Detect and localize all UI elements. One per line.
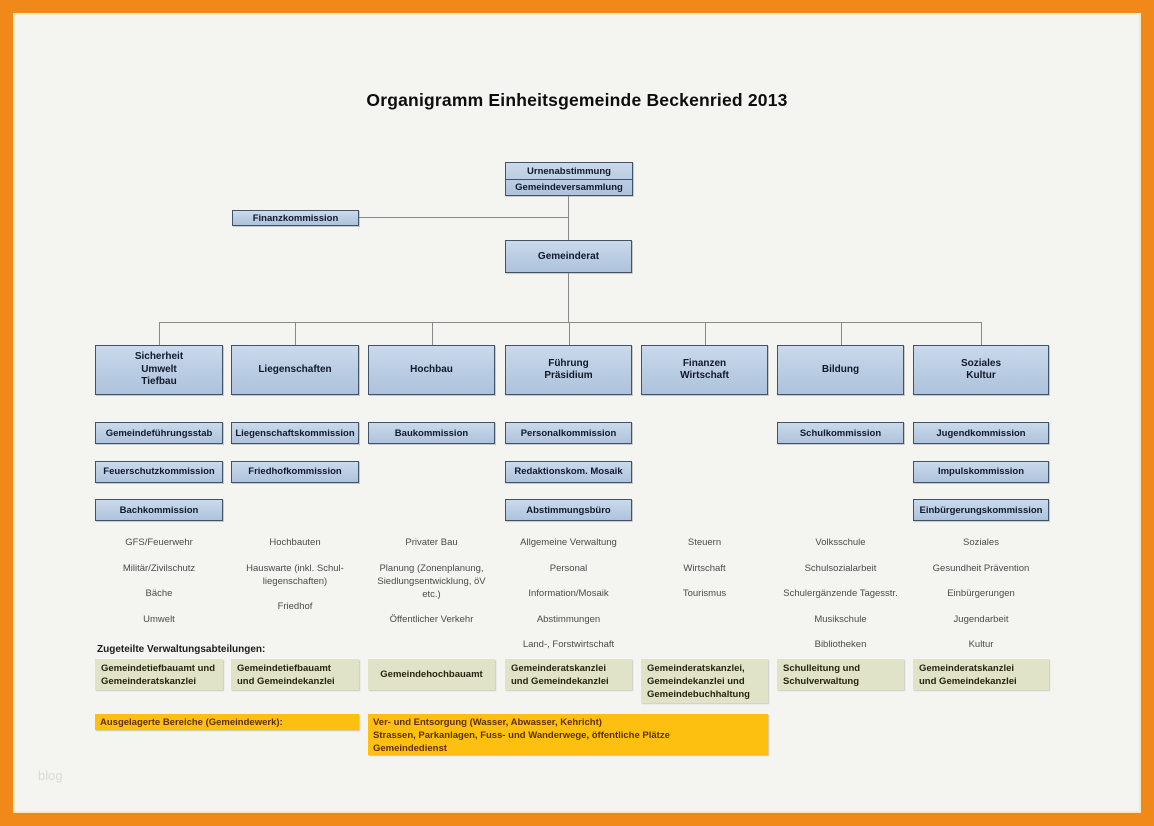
task-item: Tourismus: [682, 588, 727, 599]
task-item: Kultur: [968, 639, 994, 650]
gemeinderat-box: Gemeinderat: [505, 240, 632, 273]
commission-box: Baukommission: [368, 422, 495, 444]
task-item: Abstimmungen: [536, 613, 601, 625]
commission-box: Jugendkommission: [913, 422, 1049, 444]
connector-column-drop: [295, 322, 296, 345]
department-box: Bildung: [777, 345, 904, 395]
task-item: Militär/Zivilschutz: [122, 562, 196, 574]
commission-list: Baukommission: [368, 422, 495, 461]
commission-box: Redaktionskom. Mosaik: [505, 460, 632, 483]
finanzkommission-box: Finanzkommission: [232, 210, 359, 226]
commission-box: Schulkommission: [777, 422, 904, 444]
task-item: Information/Mosaik: [528, 588, 609, 599]
task-item: Allgemeine Verwaltung: [520, 537, 617, 548]
blog-watermark: blog: [38, 768, 63, 783]
commission-box: Friedhofkommission: [231, 460, 359, 483]
commission-box: Impulskommission: [913, 460, 1049, 483]
task-item: Umwelt: [143, 613, 175, 625]
task-item: Bibliotheken: [814, 639, 867, 650]
task-item: Hauswarte (inkl. Schul- liegenschaften): [246, 562, 344, 587]
assigned-admin-box: Gemeinderatskanzlei und Gemeindekanzlei: [505, 659, 632, 690]
commission-box: Gemeindeführungsstab: [95, 422, 223, 444]
org-chart-page: Organigramm Einheitsgemeinde Beckenried …: [13, 13, 1141, 813]
outsourced-areas-list-box: Ver- und Entsorgung (Wasser, Abwasser, K…: [368, 714, 768, 755]
connector-column-drop: [159, 322, 160, 345]
outsourced-line: Gemeindedienst: [373, 742, 447, 754]
top-assembly-box: Urnenabstimmung Gemeindeversammlung: [505, 162, 633, 196]
gemeindeversammlung-box: Gemeindeversammlung: [506, 179, 632, 195]
task-item: Steuern: [687, 537, 722, 548]
assigned-departments-label: Zugeteilte Verwaltungsabteilungen:: [97, 644, 266, 655]
commission-box: Bachkommission: [95, 499, 223, 521]
assigned-admin-box: Gemeindehochbauamt: [368, 659, 495, 690]
task-item: Schulsozialarbeit: [804, 562, 877, 574]
task-item: Personal: [549, 562, 588, 574]
task-item: Hochbauten: [269, 537, 321, 548]
commission-list: Schulkommission: [777, 422, 904, 461]
task-item: Friedhof: [277, 601, 313, 612]
commission-box: Feuerschutzkommission: [95, 460, 223, 483]
task-item: Soziales: [963, 537, 999, 548]
commission-box: Abstimmungsbüro: [505, 499, 632, 521]
outsourced-line: Ver- und Entsorgung (Wasser, Abwasser, K…: [373, 716, 602, 728]
assigned-admin-box: Gemeinderatskanzlei und Gemeindekanzlei: [913, 659, 1049, 690]
outsourced-areas-label-box: Ausgelagerte Bereiche (Gemeindewerk):: [95, 714, 359, 730]
task-item: Einbürgerungen: [947, 588, 1015, 599]
department-box: Soziales Kultur: [913, 345, 1049, 395]
department-box: Finanzen Wirtschaft: [641, 345, 768, 395]
assigned-admin-box: Schulleitung und Schulverwaltung: [777, 659, 904, 690]
task-item: Jugendarbeit: [953, 613, 1009, 625]
connector-gemeinderat-vertical: [568, 273, 569, 322]
connector-column-drop: [704, 322, 706, 345]
connector-finanz-horizontal: [359, 217, 569, 218]
urnenabstimmung-box: Urnenabstimmung: [527, 165, 611, 177]
department-box: Führung Präsidium: [505, 345, 632, 395]
connector-top-vertical: [568, 196, 569, 240]
task-item: Land-, Forstwirtschaft: [522, 639, 615, 650]
assigned-admin-box: Gemeinderatskanzlei, Gemeindekanzlei und…: [641, 659, 768, 703]
connector-column-drop: [840, 322, 842, 345]
task-item: Schulergänzende Tagesstr.: [783, 588, 898, 599]
assigned-admin-box: Gemeindetiefbauamt und Gemeinderatskanzl…: [95, 659, 223, 690]
commission-box: Liegenschaftskommission: [231, 422, 359, 444]
task-item: Öffentlicher Verkehr: [389, 614, 474, 625]
task-item: Privater Bau: [405, 537, 458, 548]
page-title: Organigramm Einheitsgemeinde Beckenried …: [366, 90, 788, 110]
assigned-admin-box: Gemeindetiefbauamt und Gemeindekanzlei: [231, 659, 359, 690]
connector-column-drop: [431, 322, 433, 345]
connector-main-horizontal: [159, 322, 981, 323]
task-item: Musikschule: [814, 613, 867, 625]
task-item: GFS/Feuerwehr: [125, 537, 193, 548]
commission-box: Personalkommission: [505, 422, 632, 444]
task-item: Planung (Zonenplanung, Siedlungsentwickl…: [377, 562, 486, 600]
task-item: Bäche: [145, 588, 173, 599]
outsourced-line: Strassen, Parkanlagen, Fuss- und Wanderw…: [373, 729, 670, 741]
department-box: Hochbau: [368, 345, 495, 395]
department-box: Liegenschaften: [231, 345, 359, 395]
task-item: Volksschule: [815, 537, 866, 548]
connector-column-drop: [981, 322, 982, 345]
task-item: Wirtschaft: [683, 562, 726, 574]
task-item: Gesundheit Prävention: [932, 562, 1030, 574]
connector-column-drop: [568, 322, 570, 345]
commission-box: Einbürgerungskommission: [913, 499, 1049, 521]
department-box: Sicherheit Umwelt Tiefbau: [95, 345, 223, 395]
